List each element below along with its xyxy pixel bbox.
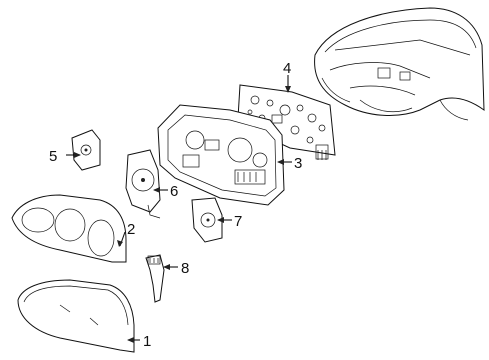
callout-labels: 4 3 5 6 7 2 8 1 bbox=[49, 60, 302, 350]
small-gauge-part bbox=[71, 129, 101, 171]
speedometer-gauge-part bbox=[125, 149, 161, 219]
right-gauge-part bbox=[191, 197, 223, 243]
connector-strip-part bbox=[145, 254, 165, 303]
leader-lines bbox=[66, 75, 292, 343]
callout-1: 1 bbox=[143, 333, 151, 350]
circuit-board-part bbox=[237, 84, 336, 160]
callout-6: 6 bbox=[170, 183, 178, 200]
lens-part bbox=[17, 279, 135, 353]
callout-8: 8 bbox=[181, 260, 189, 277]
callout-7: 7 bbox=[234, 213, 242, 230]
callout-5: 5 bbox=[49, 148, 57, 165]
cluster-housing-part bbox=[157, 104, 285, 206]
callout-4: 4 bbox=[283, 60, 291, 77]
bezel-part bbox=[11, 194, 127, 263]
callout-3: 3 bbox=[294, 155, 302, 172]
callout-2: 2 bbox=[127, 221, 135, 238]
dashboard-outline bbox=[314, 7, 485, 121]
